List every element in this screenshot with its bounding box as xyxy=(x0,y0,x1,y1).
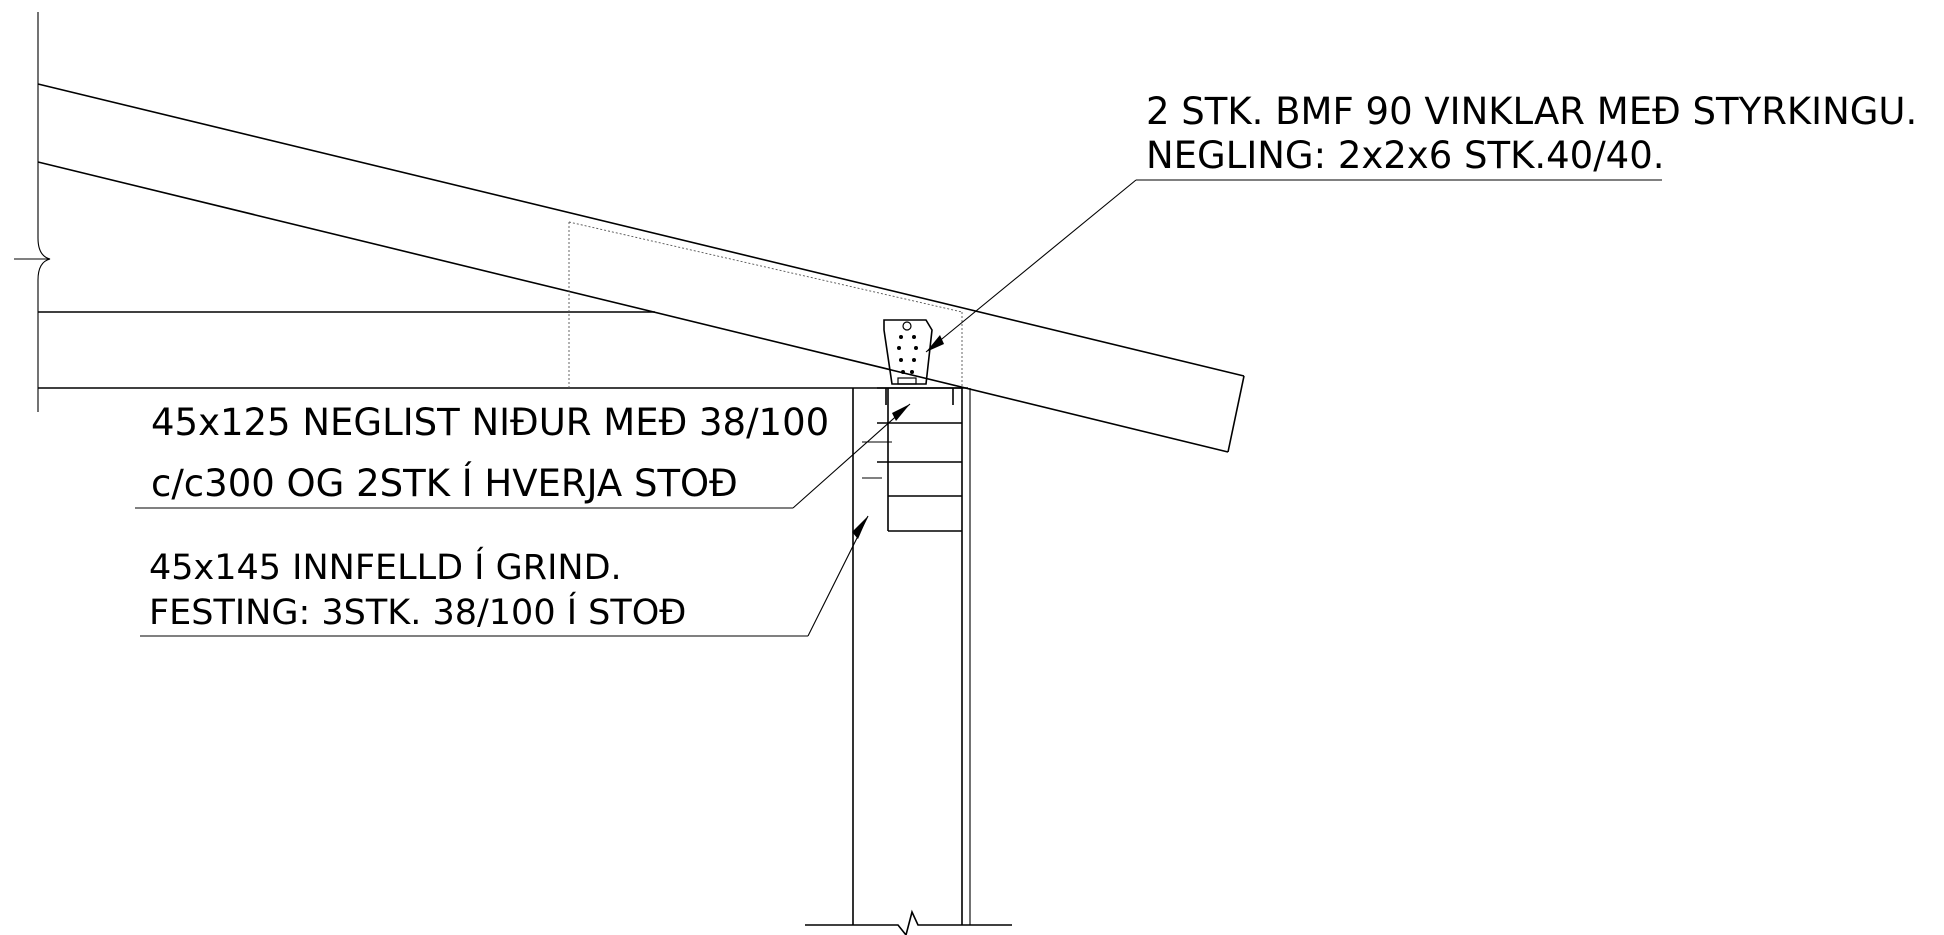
nailing-strip-note-line1: 45x125 NEGLIST NIÐUR MEÐ 38/100 xyxy=(151,401,829,444)
nailing-strip-note-line2: c/c300 OG 2STK Í HVERJA STOÐ xyxy=(151,461,738,505)
ceiling-joist xyxy=(38,311,968,389)
bottom-break-line xyxy=(805,909,1012,935)
leader-bracket xyxy=(925,179,1662,353)
leader-inset-beam xyxy=(140,515,869,637)
leader-nailing-strip xyxy=(135,403,911,509)
hidden-outline xyxy=(568,221,963,388)
bracket-note-line2: NEGLING: 2x2x6 STK.40/40. xyxy=(1146,134,1665,177)
inset-beam-note-line2: FESTING: 3STK. 38/100 Í STOÐ xyxy=(149,591,686,633)
wall-stud xyxy=(852,388,971,925)
inset-beam-note-line1: 45x145 INNFELLD Í GRIND. xyxy=(149,546,622,588)
top-plate-block xyxy=(862,387,962,532)
bracket-note-line1: 2 STK. BMF 90 VINKLAR MEÐ STYRKINGU. xyxy=(1146,90,1917,133)
bmf-angle-bracket xyxy=(883,319,933,385)
left-reference-line xyxy=(14,12,51,412)
rafter xyxy=(37,83,1245,453)
